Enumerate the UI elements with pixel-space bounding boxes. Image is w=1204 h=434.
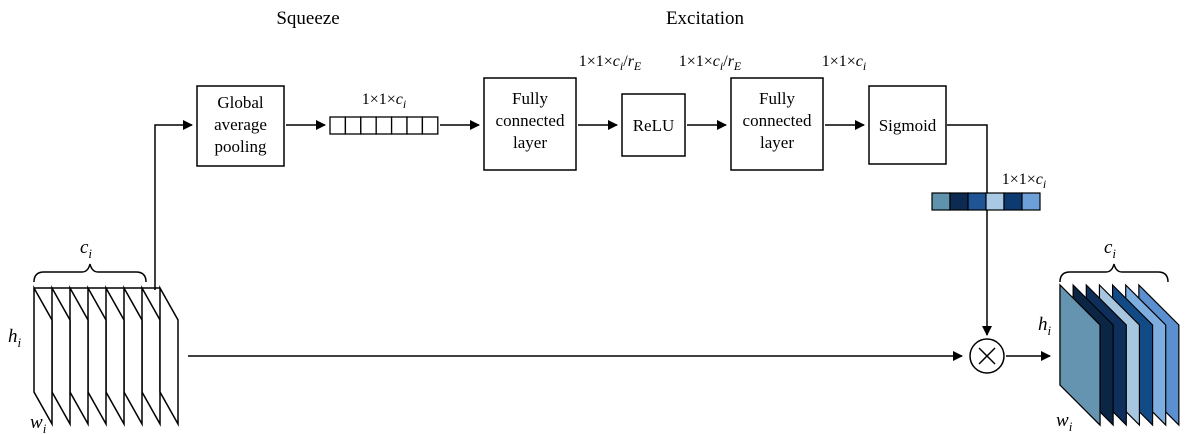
- fully-connected-layer-1-box: [483, 77, 577, 171]
- input-to-gap-arrow: [154, 120, 193, 290]
- fc2-label-line2: connected: [743, 111, 812, 130]
- scale-vector: [931, 192, 1041, 211]
- squeeze-label: Squeeze: [276, 8, 339, 29]
- output-tensor: [1059, 283, 1180, 427]
- fc2-label-line1: Fully: [759, 89, 795, 108]
- global-average-pooling-box: [196, 85, 285, 167]
- gap-vector-cell: [390, 116, 408, 135]
- gap-vector-cell: [344, 116, 362, 135]
- input-channel-slice: [105, 285, 125, 427]
- input-channel-brace: [33, 263, 147, 283]
- scale-vector-cell: [949, 192, 969, 211]
- scale-vector-dim-label: 1×1×ci: [1002, 171, 1047, 191]
- gap-vector-cell: [421, 116, 439, 135]
- scale-vector-cell: [1003, 192, 1023, 211]
- output-tensor-left-face: [1059, 283, 1101, 427]
- relu-box: [621, 93, 686, 157]
- output-width-label: wi: [1056, 410, 1073, 434]
- relu-output-dim-label: 1×1×ci/rE: [679, 53, 742, 73]
- input-tensor: [33, 285, 179, 427]
- fc1-output-dim-label: 1×1×ci/rE: [579, 53, 642, 73]
- multiply-cross-line-2: [978, 347, 996, 365]
- gap-label-line1: Global: [217, 93, 264, 112]
- scale-vector-cell: [985, 192, 1005, 211]
- input-channel-slice: [51, 285, 71, 427]
- fc1-label-line2: connected: [496, 111, 565, 130]
- gap-label-line2: average: [214, 115, 267, 134]
- sigmoid-box: [868, 85, 947, 165]
- output-height-label: hi: [1038, 314, 1052, 338]
- sigmoid-label: Sigmoid: [879, 116, 937, 135]
- sigmoid-to-multiply-arrow: [947, 124, 992, 336]
- excitation-label: Excitation: [666, 8, 745, 29]
- input-channels-label: ci: [80, 237, 92, 261]
- gap-label-line3: pooling: [215, 137, 267, 156]
- squeezed-vector: [329, 116, 439, 135]
- gap-vector-cell: [375, 116, 393, 135]
- gap-vector-cell: [360, 116, 377, 135]
- fc1-label-line3: layer: [513, 133, 547, 152]
- scale-vector-cell: [1021, 192, 1041, 211]
- fully-connected-layer-2-box: [730, 77, 824, 171]
- input-channel-slice: [123, 285, 143, 427]
- gap-vector-cell: [329, 116, 347, 135]
- scale-vector-cell: [931, 192, 951, 211]
- gap-vector-cell: [406, 116, 424, 135]
- input-channel-slice: [141, 285, 161, 427]
- input-tensor-front-face: [159, 285, 179, 427]
- fc2-label-line3: layer: [760, 133, 794, 152]
- input-channel-slice: [69, 285, 89, 427]
- input-height-label: hi: [8, 326, 22, 350]
- output-channel-brace: [1059, 263, 1169, 283]
- relu-label: ReLU: [633, 116, 675, 135]
- gap-vector-dim-label: 1×1×ci: [362, 91, 407, 111]
- input-channel-slice: [87, 285, 107, 427]
- input-channel-slice: [33, 285, 53, 427]
- output-channels-label: ci: [1104, 237, 1116, 261]
- fc2-output-dim-label: 1×1×ci: [822, 53, 867, 73]
- input-width-label: wi: [30, 412, 47, 434]
- scale-vector-cell: [967, 192, 987, 211]
- fc1-label-line1: Fully: [512, 89, 548, 108]
